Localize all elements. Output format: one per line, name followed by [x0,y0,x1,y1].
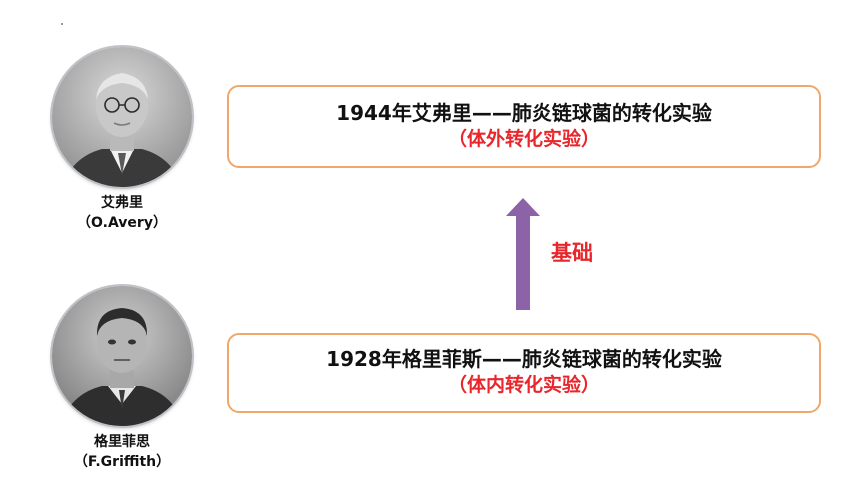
griffith-name: 格里菲思 [94,434,150,450]
griffith-portrait [52,286,192,426]
griffith-latin-name: （F.Griffith） [73,454,171,470]
avery-caption: 艾弗里 （O.Avery） [52,193,192,233]
avery-latin-name: （O.Avery） [77,215,167,231]
griffith-caption: 格里菲思 （F.Griffith） [52,432,192,472]
griffith-experiment-title: 1928年格里菲斯——肺炎链球菌的转化实验 [326,347,722,371]
avery-experiment-card: 1944年艾弗里——肺炎链球菌的转化实验 （体外转化实验） [227,85,821,168]
griffith-experiment-subtitle: （体内转化实验） [447,374,600,396]
griffith-experiment-card: 1928年格里菲斯——肺炎链球菌的转化实验 （体内转化实验） [227,333,821,413]
foundation-label: 基础 [551,241,593,265]
avery-experiment-subtitle: （体外转化实验） [447,128,600,150]
avery-name: 艾弗里 [101,195,143,211]
foundation-arrow-icon [506,198,540,310]
avery-experiment-title: 1944年艾弗里——肺炎链球菌的转化实验 [336,101,712,125]
stray-dot [61,23,63,25]
avery-portrait [52,47,192,187]
